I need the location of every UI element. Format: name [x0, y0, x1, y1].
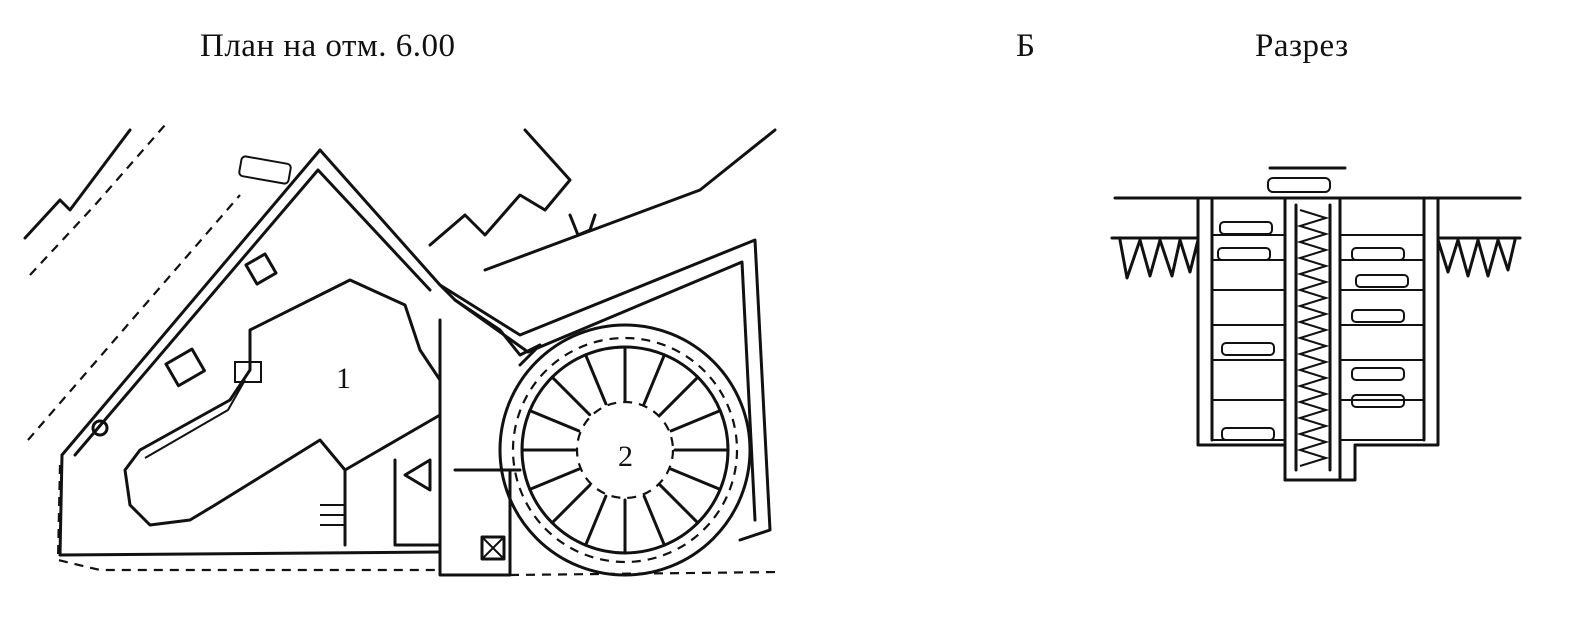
car-icon — [1355, 274, 1409, 288]
rotunda-spoke — [669, 409, 722, 433]
lift-inner — [1294, 203, 1332, 472]
car-icon — [1219, 221, 1273, 235]
site-outline-bottom — [58, 453, 442, 557]
lobby-walls — [438, 318, 522, 577]
rotunda-spoke — [550, 375, 592, 417]
car-icon — [1221, 427, 1275, 441]
rotunda-outer — [498, 323, 752, 577]
street-edge — [23, 128, 132, 240]
elevator-icon — [480, 535, 506, 561]
lift-column — [1283, 196, 1342, 482]
site-dashed-bottom — [56, 464, 440, 572]
service-rooms — [343, 458, 442, 547]
tree-icon — [164, 347, 206, 388]
rotunda-spoke — [669, 467, 722, 491]
rotunda-spokes — [520, 345, 730, 555]
rotunda-spoke — [658, 483, 700, 525]
zone-2-label: 2 — [618, 440, 633, 473]
rotunda-spoke — [584, 494, 608, 547]
rotunda-core — [575, 400, 675, 500]
car-icon — [1221, 342, 1275, 356]
car-icon — [1351, 247, 1405, 261]
rotunda-ramp-dashed — [511, 336, 739, 564]
neighbour-building — [428, 128, 572, 247]
section-floors — [1212, 221, 1424, 441]
car-icon — [1351, 394, 1405, 408]
shaft-outline — [1196, 196, 1440, 482]
car-icon — [1351, 309, 1405, 323]
earth-hatch-left — [1118, 238, 1200, 280]
zone-2-rotunda — [498, 323, 752, 577]
car-icon — [1351, 367, 1405, 381]
section-drawing — [1110, 166, 1522, 482]
section-letter-caption: Б — [1016, 28, 1036, 64]
zone-1-building — [123, 278, 442, 527]
rotunda-spoke — [528, 467, 581, 491]
ramp-icon — [403, 458, 432, 492]
car-icon — [1217, 247, 1271, 261]
tree-icon — [91, 419, 109, 437]
rotunda-spoke — [584, 353, 608, 406]
rotunda-spoke — [642, 353, 666, 406]
rotunda-spoke — [528, 409, 581, 433]
lift-spiral — [1296, 209, 1330, 467]
right-lot-outline — [438, 238, 772, 542]
stairs — [320, 504, 345, 526]
tree-icon — [244, 252, 278, 286]
street-line — [29, 124, 166, 276]
elevator-cross — [481, 536, 505, 560]
plan-caption: План на отм. 6.00 — [200, 28, 456, 64]
zone-1-label: 1 — [336, 362, 351, 395]
rotunda-spoke — [658, 375, 700, 417]
section-caption: Разрез — [1255, 28, 1349, 64]
inner-wall — [73, 168, 432, 457]
road-edge — [483, 128, 777, 272]
car-icon — [238, 155, 292, 185]
zone-1-inner-line — [144, 379, 246, 459]
floor-plan: 1 2 — [23, 124, 781, 577]
car-icon — [1267, 177, 1331, 193]
rotunda-spoke — [642, 494, 666, 547]
rotunda-spoke — [550, 483, 592, 525]
earth-hatch-right — [1436, 238, 1517, 278]
site-boundary-dashed — [27, 194, 241, 441]
kiosk-icon — [234, 361, 262, 383]
right-lot-inner — [453, 260, 757, 522]
